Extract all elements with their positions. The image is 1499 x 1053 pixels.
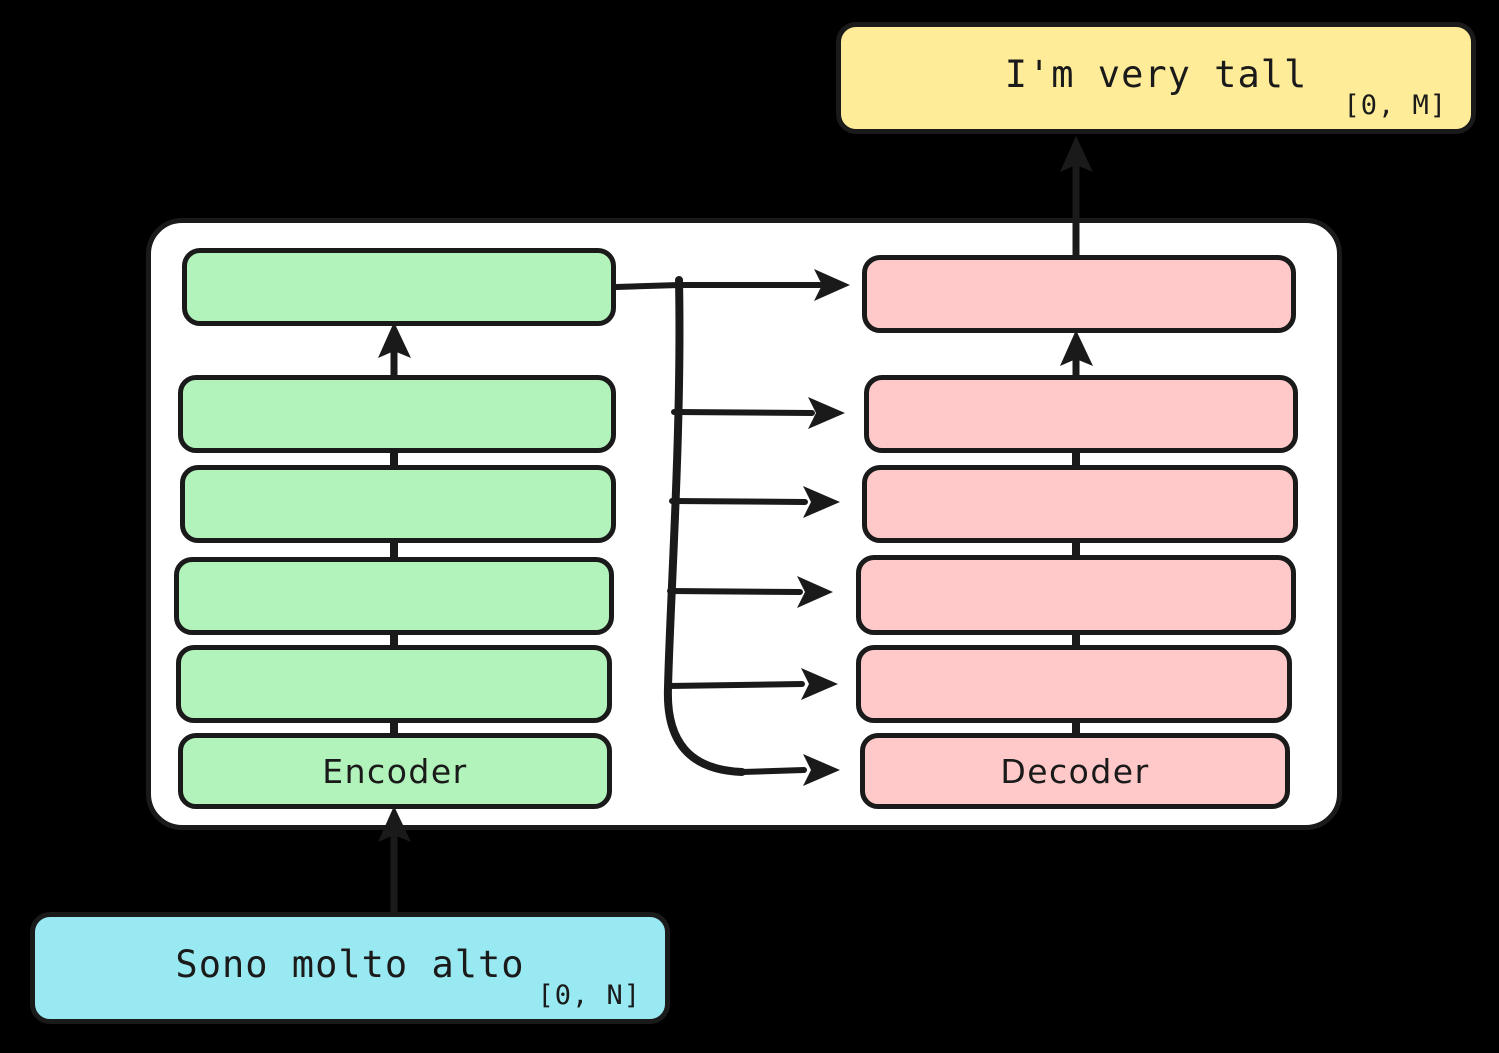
decoder-layer-5	[864, 375, 1298, 453]
encoder-layer-1: Encoder	[178, 733, 612, 809]
encoder-layer-6	[182, 248, 616, 326]
encoder-layer-4	[180, 465, 616, 543]
input-box: Sono molto alto [0, N]	[30, 912, 670, 1024]
decoder-layer-1: Decoder	[860, 733, 1290, 809]
decoder-layer-6	[862, 255, 1296, 333]
output-range: [0, M]	[1343, 90, 1447, 121]
encoder-label: Encoder	[322, 751, 468, 791]
decoder-layer-2	[856, 645, 1292, 723]
encoder-layer-2	[176, 645, 612, 723]
output-text: I'm very tall	[1004, 53, 1308, 97]
decoder-label: Decoder	[1000, 751, 1150, 791]
encoder-layer-3	[174, 557, 614, 635]
encoder-layer-5	[178, 375, 616, 453]
decoder-layer-3	[856, 555, 1296, 635]
input-range: [0, N]	[537, 980, 641, 1011]
output-box: I'm very tall [0, M]	[836, 22, 1476, 134]
input-text: Sono molto alto	[175, 943, 525, 987]
decoder-layer-4	[862, 465, 1298, 543]
